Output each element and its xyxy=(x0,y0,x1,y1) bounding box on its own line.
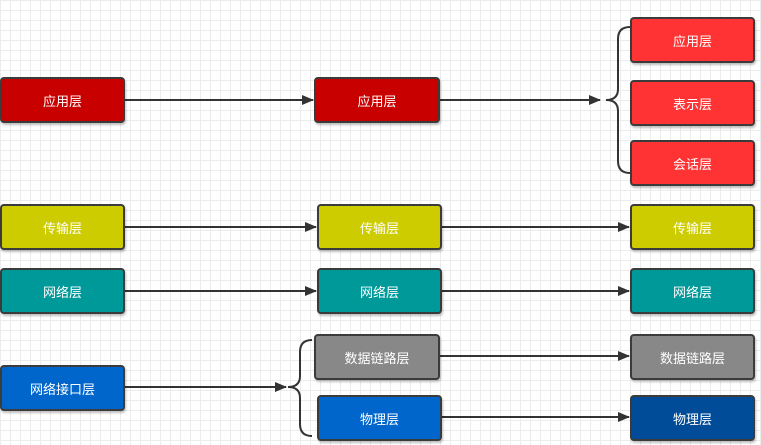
col3-physical-layer: 物理层 xyxy=(630,395,755,441)
col1-transport-layer: 传输层 xyxy=(0,204,125,250)
col2-physical-layer: 物理层 xyxy=(317,395,442,441)
col3-transport-layer: 传输层 xyxy=(630,204,755,250)
brace-interface-group xyxy=(287,339,313,437)
col3-network-layer: 网络层 xyxy=(630,268,755,314)
brace-application-group xyxy=(605,26,631,174)
col1-network-layer: 网络层 xyxy=(0,268,125,314)
col3-presentation-layer: 表示层 xyxy=(630,80,755,126)
col1-application-layer: 应用层 xyxy=(0,77,125,123)
col2-network-layer: 网络层 xyxy=(317,268,442,314)
col2-application-layer: 应用层 xyxy=(314,77,440,123)
col1-network-interface-layer: 网络接口层 xyxy=(0,365,125,411)
col2-data-link-layer: 数据链路层 xyxy=(314,334,440,380)
col3-data-link-layer: 数据链路层 xyxy=(630,334,755,380)
col3-application-layer: 应用层 xyxy=(630,17,755,63)
col3-session-layer: 会话层 xyxy=(630,140,755,186)
col2-transport-layer: 传输层 xyxy=(317,204,442,250)
